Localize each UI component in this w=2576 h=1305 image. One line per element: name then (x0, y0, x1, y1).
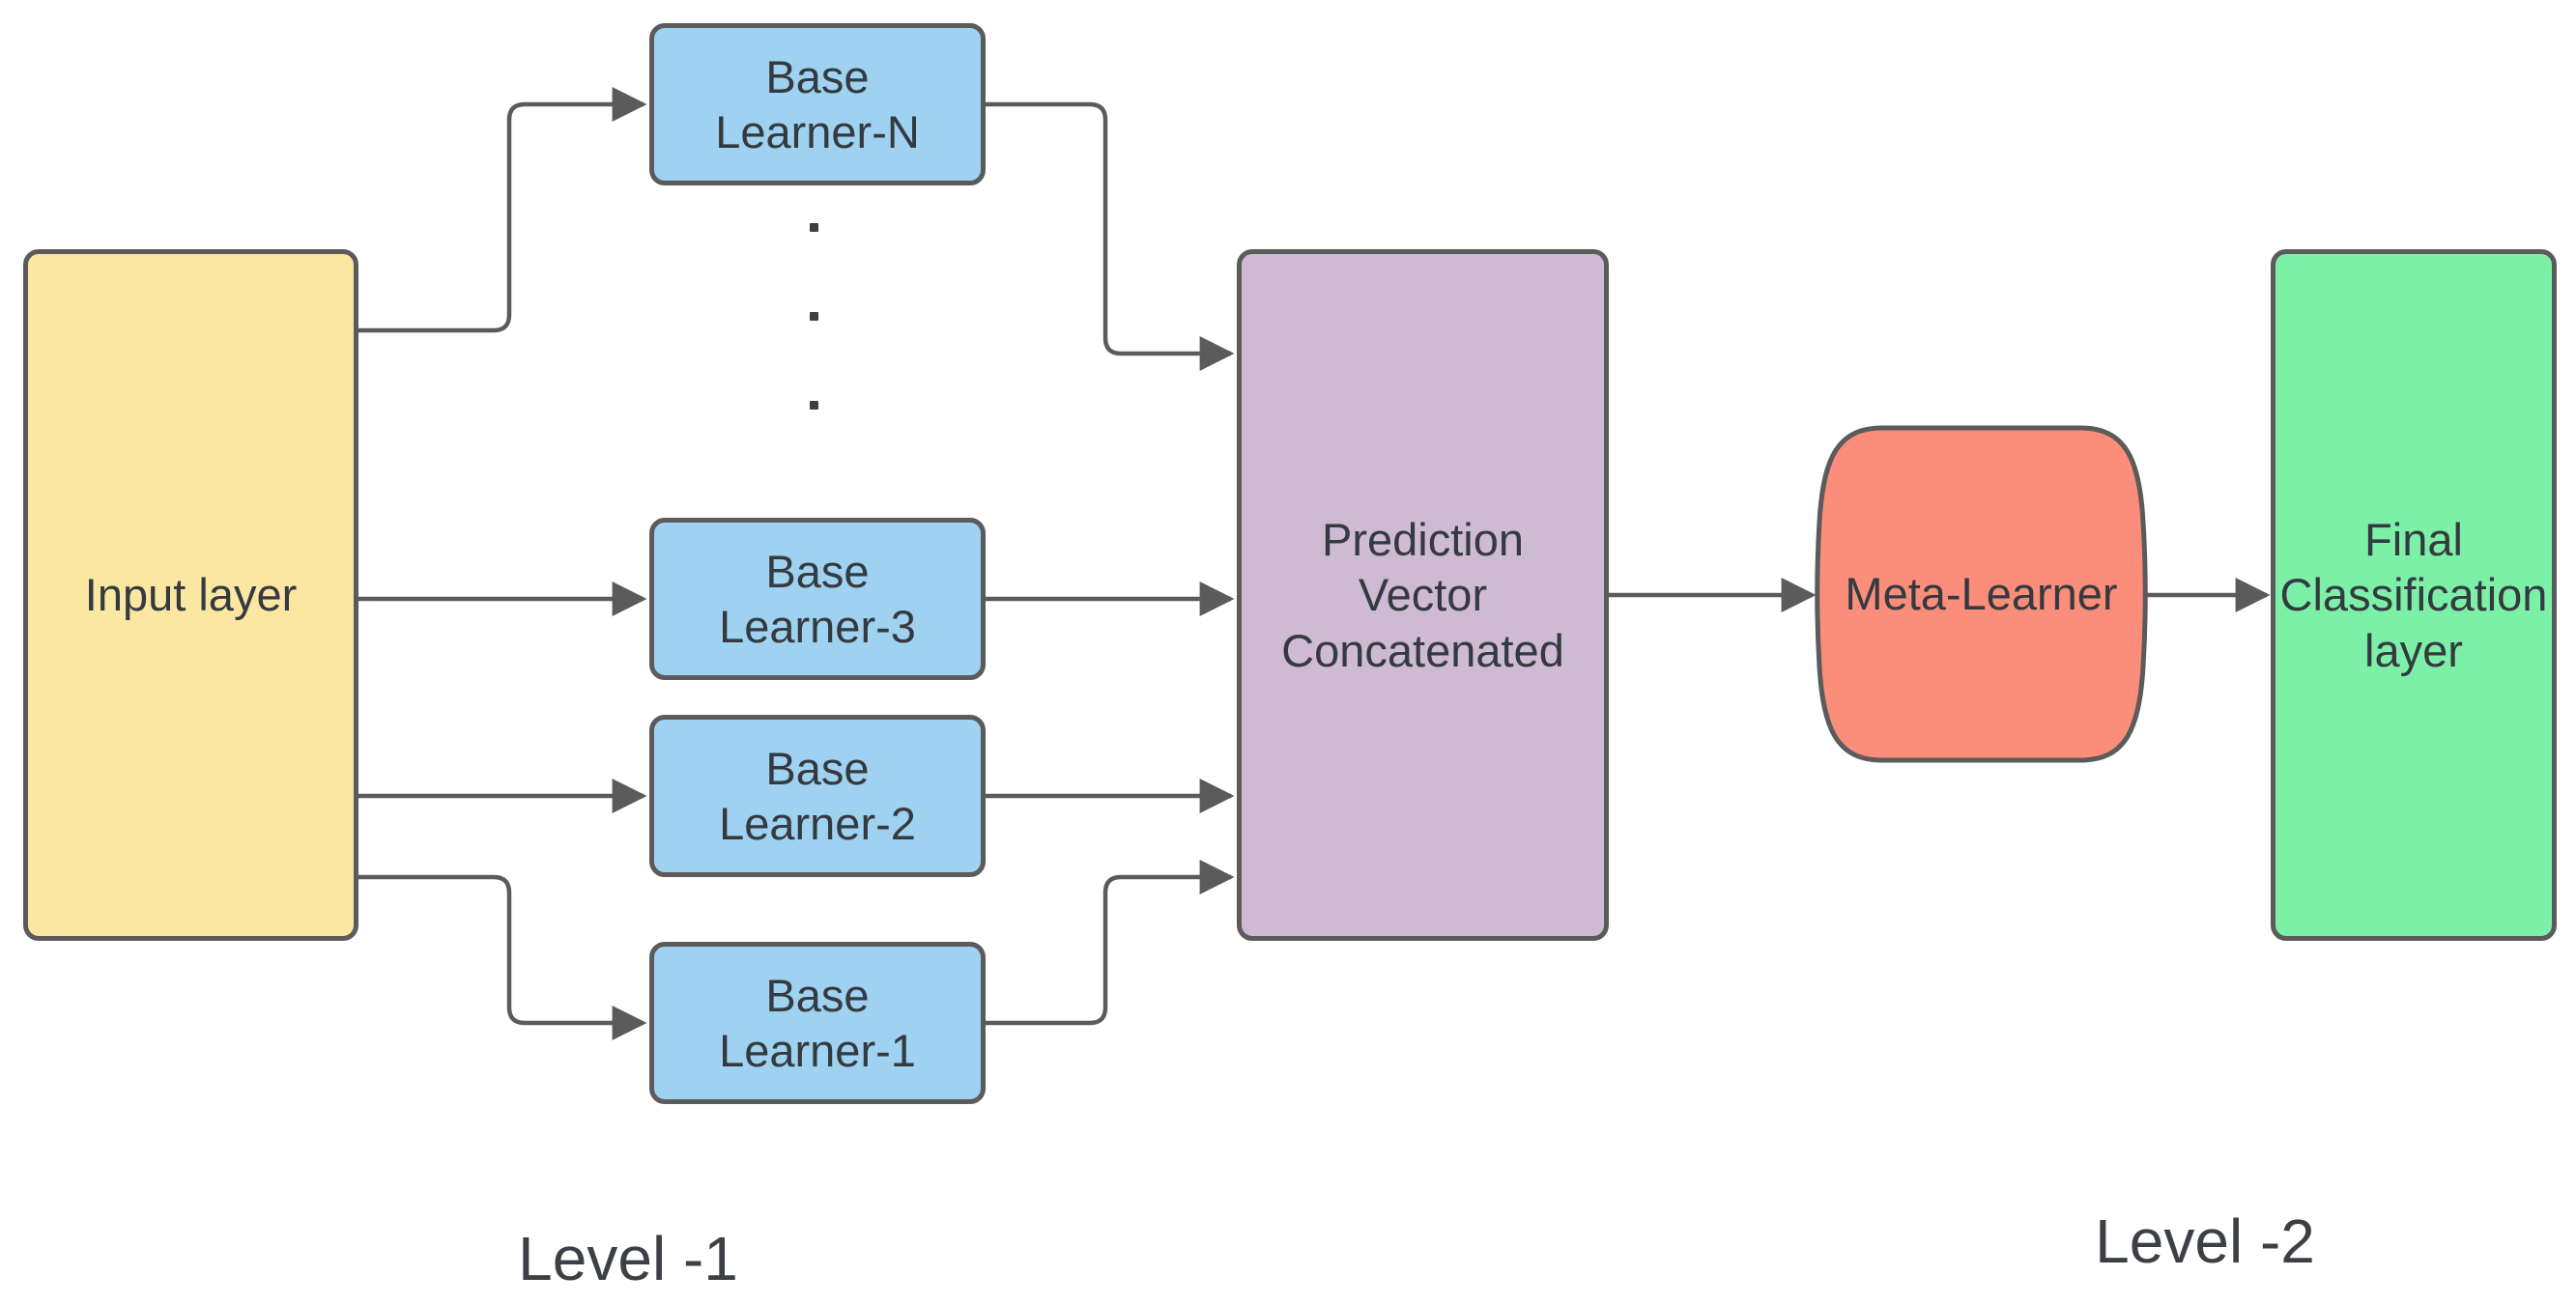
node-prediction-vector: Prediction Vector Concatenated (1237, 249, 1609, 941)
node-base-learner-3: Base Learner-3 (649, 518, 986, 680)
level-2-caption: Level -2 (2095, 1206, 2315, 1276)
node-base-learner-2-label: Base Learner-2 (719, 742, 916, 849)
meta-learner-shape (1815, 425, 2148, 763)
ellipsis-dot (810, 401, 818, 410)
connector-base-n-to-prediction (986, 101, 1235, 371)
node-base-learner-3-label: Base Learner-3 (719, 545, 916, 652)
level-1-caption: Level -1 (518, 1224, 738, 1293)
node-base-learner-n-label: Base Learner-N (715, 50, 920, 157)
node-input-layer-label: Input layer (84, 569, 298, 621)
node-base-learner-1: Base Learner-1 (649, 942, 986, 1104)
connector-input-to-base-n (358, 87, 647, 333)
node-input-layer: Input layer (23, 249, 358, 941)
node-meta-learner-label: Meta-Learner (1845, 568, 2118, 620)
node-final-classification: Final Classification layer (2271, 249, 2557, 941)
vertical-ellipsis (810, 223, 818, 410)
node-base-learner-2: Base Learner-2 (649, 715, 986, 877)
node-prediction-vector-label: Prediction Vector Concatenated (1281, 514, 1564, 676)
node-base-learner-n: Base Learner-N (649, 23, 986, 185)
connector-input-to-base-1 (358, 874, 647, 1040)
ellipsis-dot (810, 312, 818, 321)
ellipsis-dot (810, 223, 818, 232)
node-base-learner-1-label: Base Learner-1 (719, 969, 916, 1076)
node-meta-learner: Meta-Learner (1815, 425, 2148, 763)
node-final-classification-label: Final Classification layer (2279, 514, 2548, 676)
connector-base-1-to-prediction (986, 860, 1235, 1026)
